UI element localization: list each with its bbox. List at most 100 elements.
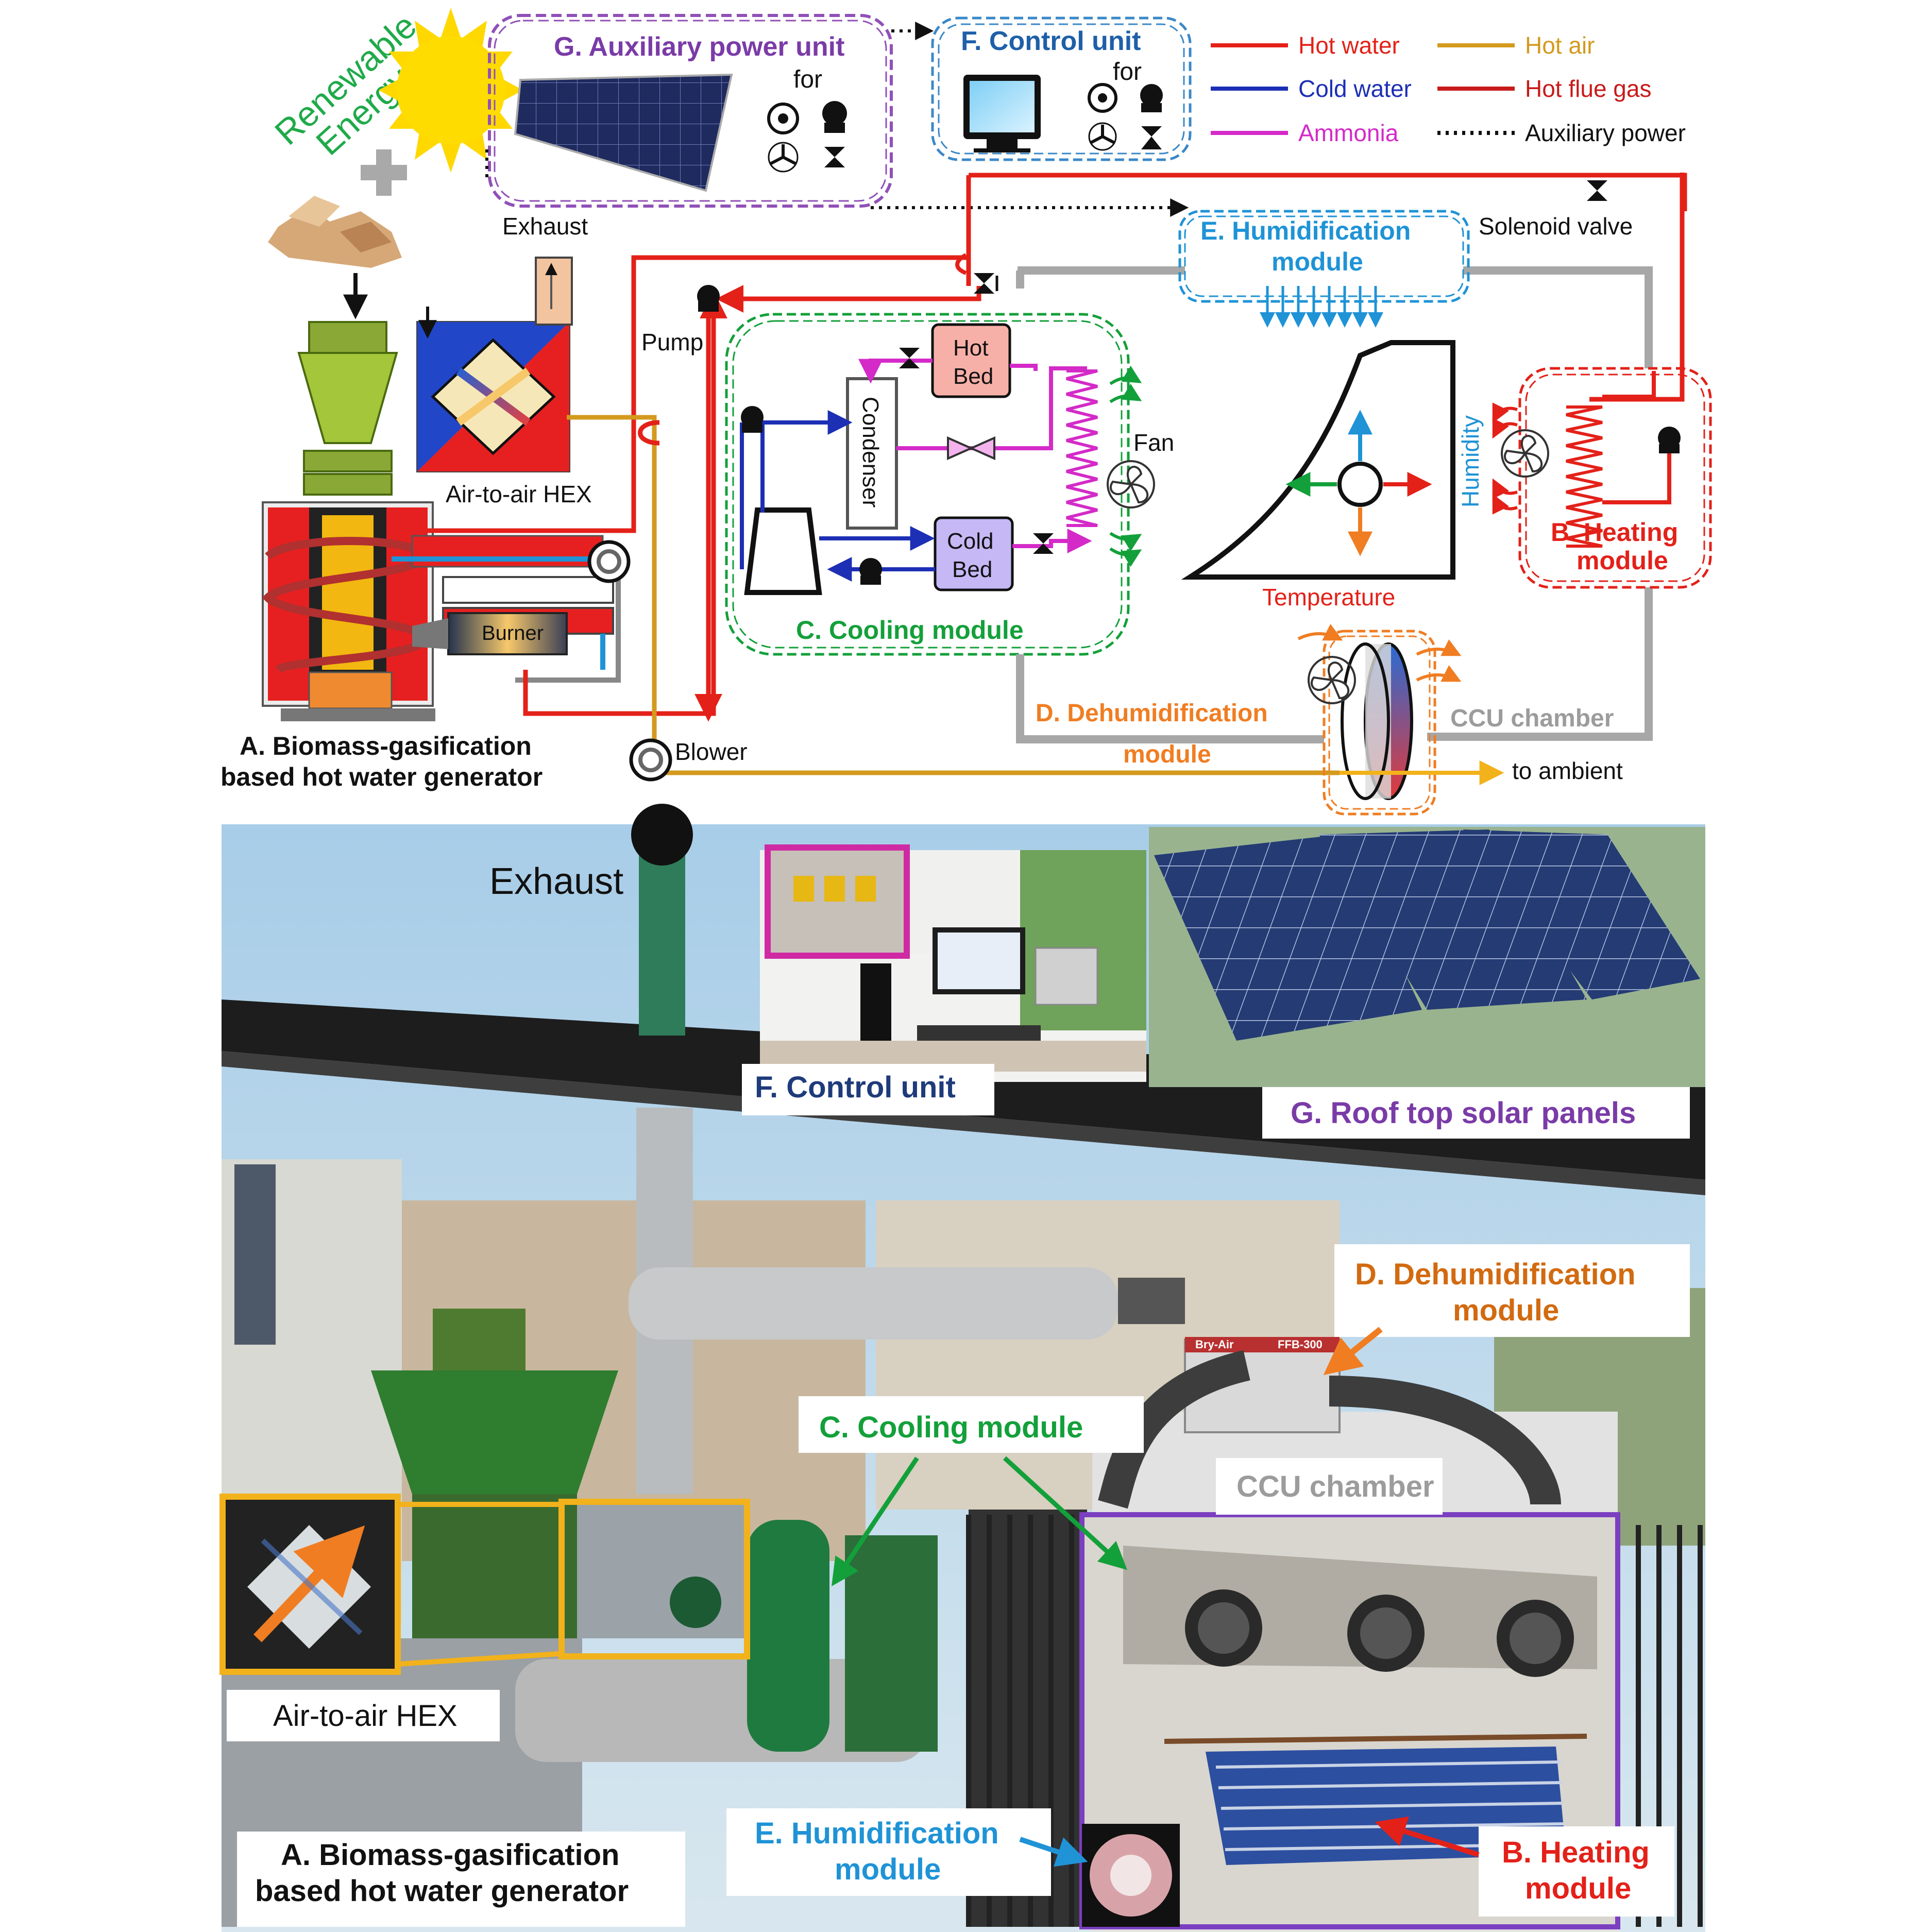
pump-label: Pump (641, 329, 703, 355)
facility-photo: Exhaust Bry-Air FFB-300 (219, 804, 1705, 1932)
legend-label: Hot air (1525, 32, 1595, 59)
to-ambient-label: to ambient (1512, 757, 1623, 784)
cooling-valve-2-icon (1033, 533, 1054, 554)
photo-hex-label: Air-to-air HEX (273, 1699, 457, 1733)
renewable-energy-group: Renewable Energy (267, 6, 523, 319)
blower-mini-icon (767, 103, 799, 134)
pump-mini-icon-2 (1140, 84, 1163, 112)
pump-mini-icon (822, 101, 847, 133)
photo-ccu-label: CCU chamber (1236, 1470, 1434, 1503)
fan-mini-icon-2 (1088, 122, 1117, 151)
cold-bed-label-2: Bed (952, 557, 992, 582)
pump-icon (697, 285, 720, 312)
photo-heating-label-1: B. Heating (1502, 1836, 1650, 1869)
sun-icon (379, 8, 523, 173)
dehum-title-1: D. Dehumidification (1036, 700, 1268, 727)
control-unit-title: F. Control unit (961, 26, 1141, 56)
blower-icon (587, 540, 631, 583)
solenoid-valve-icon-1 (974, 273, 998, 294)
aux-power-lines (485, 22, 1189, 217)
fan-label: Fan (1133, 429, 1174, 456)
pump-icon-cooling-1 (741, 406, 764, 433)
burner-box (447, 612, 568, 655)
humidification-title-1: E. Humidification (1200, 216, 1411, 245)
ammonia-coil (1066, 369, 1098, 527)
gasifier-title-line2: based hot water generator (221, 762, 543, 791)
aux-for-label: for (793, 66, 822, 93)
photo-gasifier-label-2: based hot water generator (255, 1874, 629, 1908)
photo-solar-label: G. Roof top solar panels (1291, 1096, 1636, 1130)
plus-icon (361, 149, 407, 196)
dehum-title-2: module (1123, 741, 1211, 768)
dehumidification-module: D. Dehumidification module to ambient (1036, 624, 1623, 816)
cooling-module: Hot Bed Cold Bed Condenser (725, 313, 1174, 656)
solenoid-valve-label: Solenoid valve (1479, 213, 1633, 240)
humidification-title-2: module (1272, 247, 1363, 276)
heating-module: B. Heating module (1492, 367, 1712, 589)
cold-bed (934, 516, 1014, 591)
photo-gasifier-label-1: A. Biomass-gasification (281, 1838, 619, 1872)
temperature-axis-label: Temperature (1262, 584, 1395, 611)
cooling-module-title: C. Cooling module (796, 616, 1024, 645)
legend-label: Ammonia (1298, 120, 1399, 146)
fan-icon-heating (1492, 402, 1549, 515)
heating-title-1: B. Heating (1551, 518, 1678, 547)
valve-mini-icon (824, 147, 845, 167)
hot-water-pipes (428, 173, 1687, 775)
photo-humid-label-1: E. Humidification (755, 1817, 999, 1850)
fan-mini-icon (768, 142, 799, 173)
fan-icon-dehum (1308, 656, 1356, 704)
pump-icon-heating (1658, 427, 1681, 453)
fan-icon-cooling (1107, 365, 1155, 567)
psychrometric-chart-icon: Humidity Temperature (1181, 340, 1484, 611)
gasifier-title-line1: A. Biomass-gasification (240, 732, 532, 760)
blower-icon-bottom (629, 738, 672, 782)
control-unit: F. Control unit for (931, 16, 1192, 161)
control-for-label: for (1113, 58, 1142, 86)
photo-dehum-label-2: module (1453, 1294, 1559, 1327)
legend-label: Hot water (1298, 32, 1400, 59)
condenser-label: Condenser (858, 397, 883, 507)
exhaust-label-top: Exhaust (502, 213, 588, 240)
aux-unit-title: G. Auxiliary power unit (554, 32, 844, 62)
legend-label: Hot flue gas (1525, 75, 1651, 102)
cooling-valve-1-icon (899, 348, 920, 368)
auxiliary-power-unit: G. Auxiliary power unit for (488, 14, 893, 208)
air-to-air-hex: Exhaust Air-to-air HEX (416, 213, 592, 507)
blower-label: Blower (675, 738, 748, 765)
solar-panel-icon (514, 73, 733, 192)
ccu-air-duct (1016, 266, 1653, 743)
biomass-gasifier: Burner (262, 321, 621, 721)
wood-chips-icon (268, 196, 402, 268)
monitor-icon (963, 75, 1041, 152)
unit-model-label: FFB-300 (1278, 1338, 1323, 1351)
spray-arrows (1260, 286, 1383, 328)
photo-control-label: F. Control unit (755, 1071, 956, 1104)
photo-dehum-label-1: D. Dehumidification (1355, 1258, 1636, 1291)
pump-icon-cooling-2 (859, 558, 882, 585)
humidification-module: E. Humidification module Solenoid valve (955, 180, 1633, 328)
solenoid-valve-icon-2 (1587, 180, 1607, 201)
photo-humid-label-2: module (835, 1853, 941, 1886)
photo-cooling-label: C. Cooling module (819, 1411, 1083, 1444)
ccu-label-top: CCU chamber (1450, 705, 1614, 732)
unit-brand-label: Bry-Air (1195, 1338, 1234, 1351)
blower-mini-icon-2 (1088, 83, 1117, 113)
legend-label: Cold water (1298, 75, 1412, 102)
condenser-box (846, 377, 898, 530)
cold-bed-label-1: Cold (947, 529, 994, 554)
legend-label: Auxiliary power (1525, 120, 1686, 146)
air-hex-label-top: Air-to-air HEX (446, 481, 592, 507)
hot-bed-label-1: Hot (953, 335, 988, 361)
schematic-diagram: Renewable Energy G. Auxiliary power unit (221, 6, 1712, 816)
humidity-axis-label: Humidity (1457, 415, 1484, 507)
expansion-valve-icon (947, 436, 995, 461)
burner-label: Burner (482, 622, 544, 645)
gasifier-hopper (297, 321, 398, 496)
compressor-icon (744, 507, 822, 595)
photo-heating-label-2: module (1525, 1872, 1631, 1905)
valve-mini-icon-2 (1141, 126, 1162, 149)
